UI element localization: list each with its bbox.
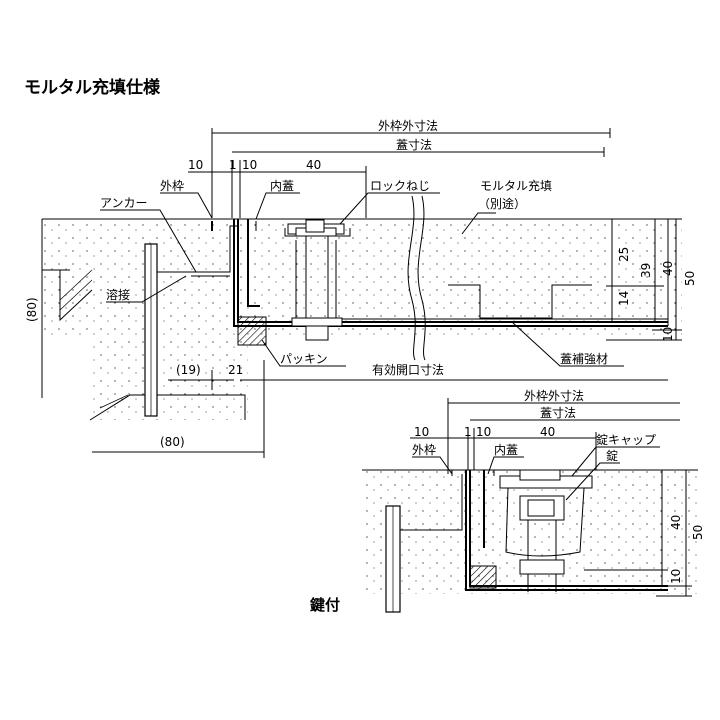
label-lid-dim: 蓋寸法 [396,138,432,152]
dim-40: 40 [306,158,321,172]
dim-39: 39 [639,263,653,278]
bottom-label-lid-dim: 蓋寸法 [540,406,576,420]
label-lid-reinforcement: 蓋補強材 [560,352,608,366]
dim-10a: 10 [188,158,203,172]
dim-50: 50 [683,271,697,286]
bottom-dim-10a: 10 [414,425,429,439]
label-locked: 鍵付 [310,596,340,614]
bottom-dim-40: 40 [540,425,555,439]
label-separate: （別途） [478,196,526,211]
label-welding: 溶接 [106,287,130,302]
dim-1: 1 [229,158,237,172]
dim-80-side: (80) [25,297,39,322]
dim-10r: 10 [661,327,675,342]
bottom-dim-10r: 10 [669,569,683,584]
label-lock-screw: ロックねじ [370,179,430,193]
bottom-section-detail: 外枠外寸法 蓋寸法 10 1 10 40 外枠 内蓋 錠キャップ 錠 40 50… [310,389,705,614]
label-mortar-fill: モルタル充填 [480,178,552,193]
top-section-detail: 外枠外寸法 蓋寸法 10 1 10 40 外枠 内蓋 ロックねじ モルタル充填 … [25,119,697,458]
label-packing: パッキン [280,352,328,366]
label-outer-frame-outer-dim: 外枠外寸法 [378,119,438,133]
dim-40r: 40 [661,261,675,276]
dim-80-bottom: (80) [160,435,185,449]
bottom-label-outer-frame: 外枠 [412,443,436,457]
dim-10b: 10 [242,158,257,172]
bottom-dim-10b: 10 [476,425,491,439]
label-outer-frame: 外枠 [160,179,184,193]
dim-19: (19) [176,363,201,377]
bottom-label-lock: 錠 [606,448,618,463]
dim-21: 21 [228,363,243,377]
dim-25: 25 [617,247,631,262]
bottom-dim-50: 50 [691,525,705,540]
bottom-label-inner-lid: 内蓋 [494,443,518,457]
label-effective-opening: 有効開口寸法 [372,362,444,377]
page-title: モルタル充填仕様 [24,77,161,98]
label-inner-lid: 内蓋 [270,179,294,193]
bottom-label-lock-cap: 錠キャップ [596,432,656,447]
bottom-dim-40r: 40 [669,515,683,530]
label-anchor: アンカー [100,196,148,210]
dim-14: 14 [617,291,631,306]
bottom-label-outer-frame-outer-dim: 外枠外寸法 [524,389,584,403]
bottom-dim-1: 1 [464,425,472,439]
